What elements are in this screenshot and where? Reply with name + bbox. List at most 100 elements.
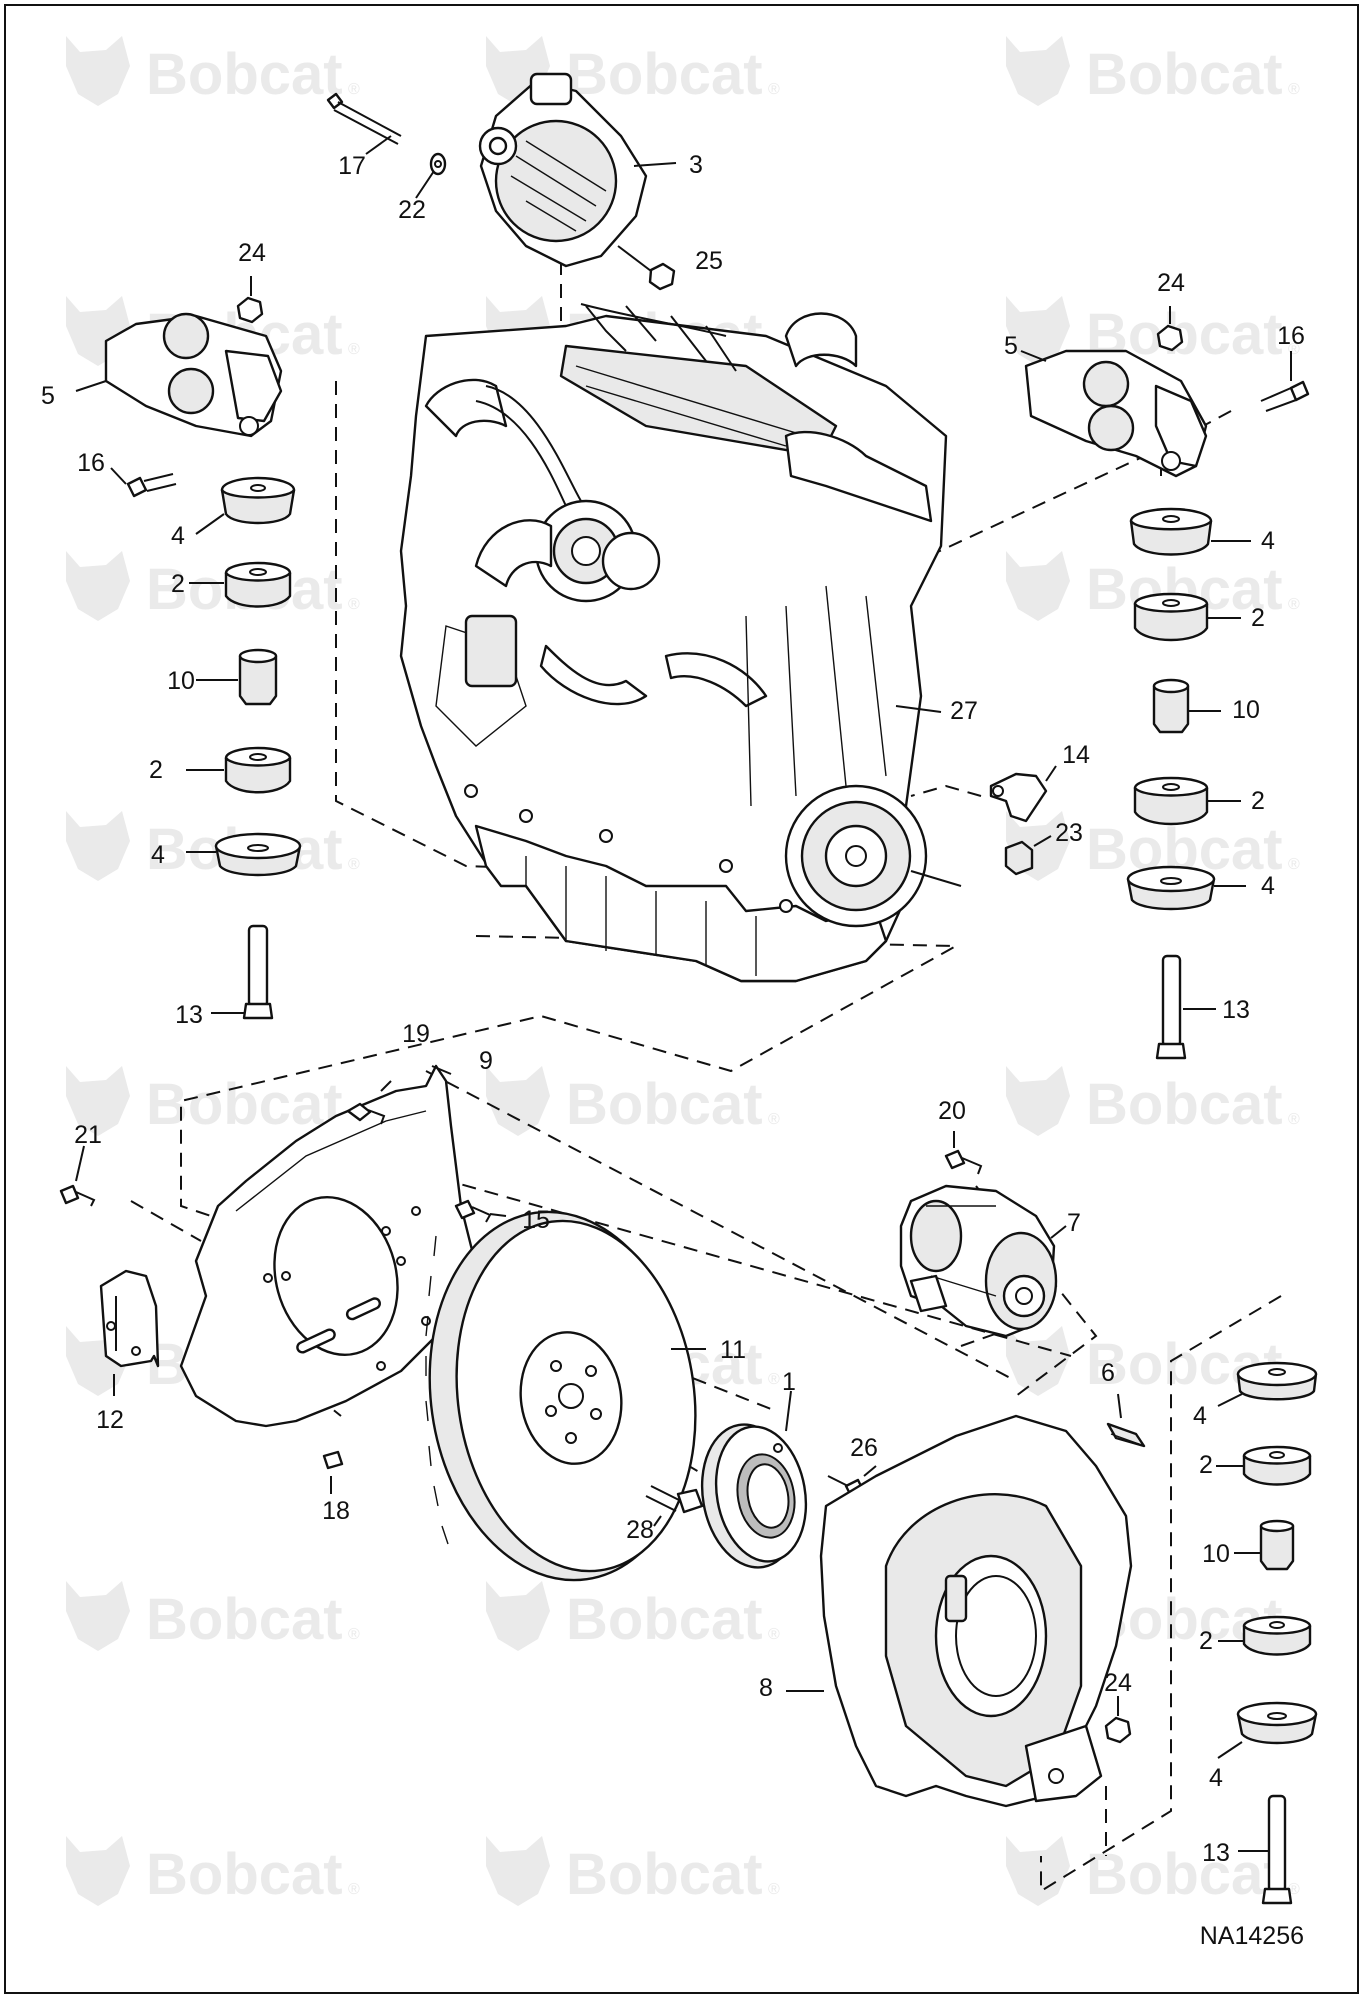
watermark-tile: Bobcat® xyxy=(1006,296,1300,367)
bobcat-head-logo-icon xyxy=(66,811,130,881)
flywheel-housing-8 xyxy=(786,1393,1146,1808)
callout-24: 24 xyxy=(1104,1669,1132,1697)
callout-4: 4 xyxy=(1261,872,1275,900)
watermark-registered-mark: ® xyxy=(768,1881,780,1898)
watermark-registered-mark: ® xyxy=(348,341,360,358)
watermark-brand-text: Bobcat xyxy=(1086,1072,1283,1137)
bobcat-head-logo-icon xyxy=(66,1066,130,1136)
bobcat-head-logo-icon xyxy=(1006,1326,1070,1396)
watermark-brand-text: Bobcat xyxy=(566,1587,763,1652)
callout-13: 13 xyxy=(175,1001,203,1029)
watermark-brand-text: Bobcat xyxy=(566,1842,763,1907)
watermark-tile: Bobcat ® xyxy=(486,36,780,107)
engine-block-27 xyxy=(399,303,962,983)
bobcat-head-logo-icon xyxy=(66,551,130,621)
alternator-3 xyxy=(326,72,677,291)
watermark-tile: Bobcat® xyxy=(66,811,360,882)
watermark-brand-text: Bobcat xyxy=(146,1842,343,1907)
bobcat-head-logo-icon xyxy=(486,1066,550,1136)
callout-14: 14 xyxy=(1062,741,1090,769)
bobcat-head-logo-icon xyxy=(1006,1066,1070,1136)
callout-27: 27 xyxy=(950,697,978,725)
callout-20: 20 xyxy=(938,1097,966,1125)
callout-25: 25 xyxy=(695,247,723,275)
callout-13: 13 xyxy=(1202,1839,1230,1867)
exploded-parts-diagram: Bobcat ® Bobcat ® Bobcat ® Bobcat ® Bobcat ® Bobca… xyxy=(41,36,1318,1950)
callout-24: 24 xyxy=(238,239,266,267)
callout-10: 10 xyxy=(167,667,195,695)
callout-10: 10 xyxy=(1232,696,1260,724)
watermark-tile: Bobcat ® xyxy=(66,36,360,107)
callout-8: 8 xyxy=(759,1674,773,1702)
callout-18: 18 xyxy=(322,1497,350,1525)
watermark-brand-text: Bobcat xyxy=(146,1587,343,1652)
watermark-brand-text: Bobcat xyxy=(1086,42,1283,107)
callout-5: 5 xyxy=(1004,332,1018,360)
callout-12: 12 xyxy=(96,1406,124,1434)
watermark-registered-mark: ® xyxy=(348,1626,360,1643)
callout-1: 1 xyxy=(782,1368,796,1396)
bobcat-head-logo-icon xyxy=(486,1836,550,1906)
watermark-registered-mark: ® xyxy=(1288,81,1300,98)
right-lower-mount-stack xyxy=(1216,1361,1318,1905)
callout-2: 2 xyxy=(171,570,185,598)
watermark-registered-mark: ® xyxy=(348,1881,360,1898)
callout-22: 22 xyxy=(398,196,426,224)
watermark-tile: Bobcat® xyxy=(486,1581,780,1652)
watermark-brand-text: Bobcat xyxy=(566,42,763,107)
callout-3: 3 xyxy=(689,151,703,179)
watermark-registered-mark: ® xyxy=(348,81,360,98)
watermark-brand-text: Bobcat xyxy=(146,1072,343,1137)
watermark-registered-mark: ® xyxy=(348,856,360,873)
right-mount-stack xyxy=(1020,306,1310,1060)
watermark-tile: Bobcat ® xyxy=(66,1836,360,1907)
callout-19: 19 xyxy=(402,1020,430,1048)
watermark-registered-mark: ® xyxy=(1288,596,1300,613)
callout-6: 6 xyxy=(1101,1359,1115,1387)
watermark-tile: Bobcat® xyxy=(1006,1836,1300,1907)
bobcat-head-logo-icon xyxy=(1006,551,1070,621)
assembly-guide-lines xyxy=(130,261,1282,1893)
callout-4: 4 xyxy=(171,522,185,550)
watermark-tile: Bobcat ® xyxy=(1006,36,1300,107)
callout-28: 28 xyxy=(626,1516,654,1544)
adapter-plate-9 xyxy=(179,1064,507,1494)
watermark-registered-mark: ® xyxy=(768,1111,780,1128)
callout-2: 2 xyxy=(1199,1451,1213,1479)
callout-16: 16 xyxy=(77,449,105,477)
callout-15: 15 xyxy=(522,1206,550,1234)
bracket-12 xyxy=(59,1145,160,1396)
bobcat-head-logo-icon xyxy=(1006,296,1070,366)
callout-4: 4 xyxy=(1209,1764,1223,1792)
callout-11: 11 xyxy=(720,1336,746,1364)
callout-4: 4 xyxy=(1193,1402,1207,1430)
callout-24: 24 xyxy=(1157,269,1185,297)
callout-4: 4 xyxy=(151,841,165,869)
watermark-tile: Bobcat ® xyxy=(486,1836,780,1907)
callout-2: 2 xyxy=(149,756,163,784)
watermark-brand-text: Bobcat xyxy=(1086,1842,1283,1907)
watermark-tile: Bobcat ® xyxy=(66,1581,360,1652)
watermark-registered-mark: ® xyxy=(768,81,780,98)
fitting-14-cap-23 xyxy=(989,765,1057,876)
callout-10: 10 xyxy=(1202,1540,1230,1568)
callout-2: 2 xyxy=(1251,604,1265,632)
bobcat-head-logo-icon xyxy=(66,1581,130,1651)
callout-7: 7 xyxy=(1067,1209,1081,1237)
diagram-sheet: Bobcat ® Bobcat ® Bobcat ® Bobcat ® Bobcat ® Bobca… xyxy=(4,4,1359,1994)
callout-16: 16 xyxy=(1277,322,1305,350)
watermark-tile: Bobcat® xyxy=(486,1066,780,1137)
watermark-tile: Bobcat® xyxy=(66,1066,360,1137)
watermark-brand-text: Bobcat xyxy=(146,42,343,107)
watermark-tile: Bobcat® xyxy=(66,551,360,622)
bobcat-head-logo-icon xyxy=(66,36,130,106)
starter-motor-7 xyxy=(899,1131,1067,1338)
callout-2: 2 xyxy=(1251,787,1265,815)
watermark-registered-mark: ® xyxy=(1288,1111,1300,1128)
callout-26: 26 xyxy=(850,1434,878,1462)
callout-4: 4 xyxy=(1261,527,1275,555)
callout-21: 21 xyxy=(74,1121,102,1149)
bobcat-head-logo-icon xyxy=(1006,36,1070,106)
callout-23: 23 xyxy=(1055,819,1083,847)
